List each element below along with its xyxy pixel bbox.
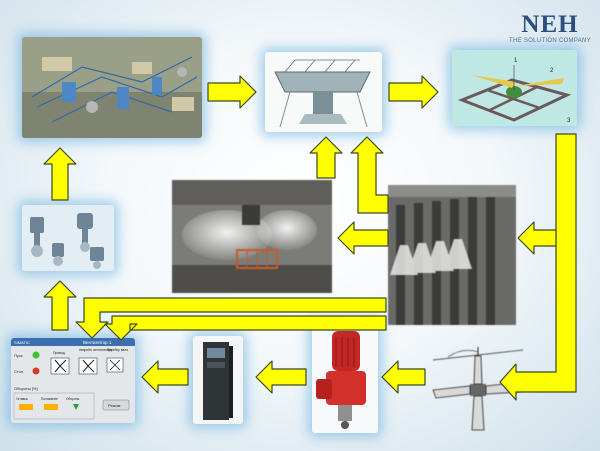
transmitters-image [22, 205, 114, 271]
arrow-long-to-hmi-upper [75, 297, 387, 339]
arrow-spray-to-interior [337, 221, 389, 255]
vfd-drive-panel [193, 336, 243, 424]
position-value-box [44, 404, 58, 410]
hmi-rpm-label: Обороты [%] [14, 386, 38, 391]
hmi-setting-position: Положение [41, 397, 58, 401]
hmi-title: Вентилятор 1 [83, 340, 112, 345]
logo-mark: NEH [521, 11, 579, 38]
motor-gearbox-image [312, 323, 378, 433]
cooling-tower-panel [265, 52, 382, 132]
hmi-status-stop: Стоп [14, 369, 23, 374]
fan-label-1: 1 [514, 58, 518, 64]
vfd-drive-image [193, 336, 243, 424]
plant-3d-image [22, 37, 202, 138]
tower-interior-photo [172, 180, 332, 293]
start-indicator [32, 351, 40, 359]
arrow-transmitters-to-plant [43, 147, 77, 201]
speed-arrow-icon [73, 404, 79, 410]
logo-tagline: THE SOLUTION COMPANY [509, 38, 591, 44]
motor-gearbox-panel [312, 323, 378, 433]
arrow-spray-to-tower [350, 136, 389, 214]
hmi-mode-button[interactable] [102, 399, 130, 411]
fan-icon [50, 357, 70, 375]
hmi-screen-panel: SIMATIC Вентилятор 1 Пуск Стоп Привод Ав… [11, 338, 135, 423]
fan-alarm-icon [78, 357, 98, 375]
arrow-hmi-to-transmitters [43, 280, 77, 331]
hmi-brand: SIMATIC [14, 340, 30, 345]
hmi-mode-button-label: Режим [108, 403, 121, 408]
shaft-icon [106, 357, 124, 373]
arrow-motor-to-vfd [255, 360, 307, 394]
neh-logo: NEH THE SOLUTION COMPANY [505, 12, 595, 52]
arrow-tower-to-fan [388, 75, 439, 109]
arrow-to-spray [517, 221, 557, 255]
hmi-col-fan-alarm: Аварийн. вентилятора [79, 348, 112, 352]
stop-indicator [32, 367, 40, 375]
arrow-vfd-to-hmi [141, 360, 189, 394]
hmi-status-start: Пуск [14, 353, 23, 358]
plant-3d-panel [22, 37, 202, 138]
hmi-col-shaft: Перебор вала [107, 348, 128, 352]
hmi-col-drive: Привод [53, 351, 65, 355]
arrow-long-to-hmi-lower [104, 315, 387, 341]
spray-nozzles-photo [388, 185, 516, 325]
hmi-setting-setpoint: Уставка [16, 397, 28, 401]
transmitters-panel [22, 205, 114, 271]
hmi-screen: SIMATIC Вентилятор 1 Пуск Стоп Привод Ав… [11, 338, 135, 423]
fan-diagram-panel: 1 2 3 [452, 50, 577, 126]
arrow-fan-to-motor [381, 360, 426, 394]
fan-label-3: 3 [567, 118, 571, 124]
arrow-plant-to-tower [207, 75, 257, 109]
arrow-fan-down-path [499, 133, 577, 401]
hmi-setting-speed: Обороты [66, 397, 80, 401]
fan-label-2: 2 [550, 68, 554, 74]
cooling-tower-image [265, 52, 382, 132]
setpoint-value-box[interactable] [19, 404, 33, 410]
arrow-interior-to-tower [309, 136, 343, 179]
fan-diagram-image: 1 2 3 [452, 50, 577, 126]
